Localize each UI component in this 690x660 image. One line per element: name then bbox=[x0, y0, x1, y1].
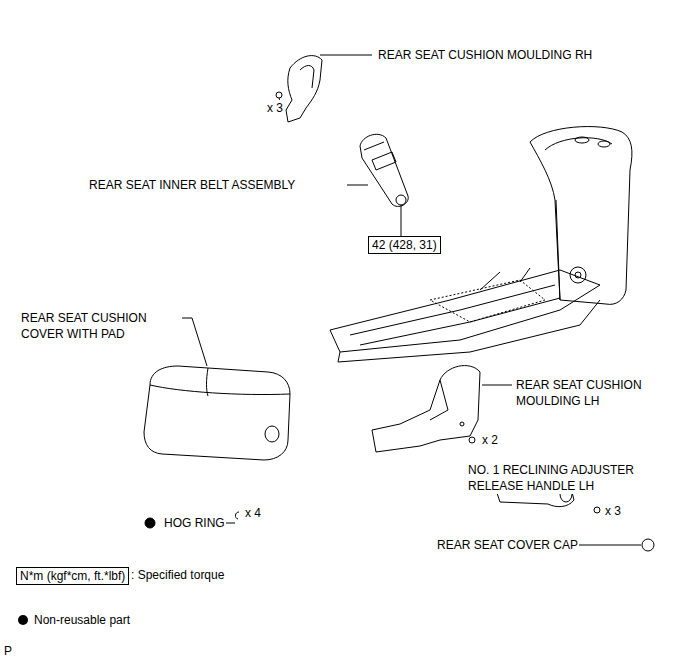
legend-dot bbox=[18, 615, 28, 625]
torque-value: N*m (kgf*cm, ft.*lbf) bbox=[20, 569, 125, 583]
legend-text: Non-reusable part bbox=[34, 613, 130, 627]
legend-entry: Non-reusable part bbox=[18, 612, 130, 628]
part-name: REAR SEAT CUSHION MOULDING LH bbox=[515, 377, 647, 409]
part-name: REAR SEAT COVER CAP bbox=[436, 537, 579, 553]
cushion-moulding-lh bbox=[372, 366, 512, 452]
seat-cushion-cover bbox=[144, 318, 290, 460]
cushion-moulding-rh bbox=[276, 55, 372, 122]
part-name: P bbox=[3, 643, 13, 659]
part-name: HOG RING bbox=[163, 515, 226, 531]
quantity: x 3 bbox=[604, 503, 622, 519]
part-name: REAR SEAT INNER BELT ASSEMBLY bbox=[88, 177, 296, 193]
torque-value: 42 (428, 31) bbox=[372, 238, 437, 252]
quantity: x 4 bbox=[244, 505, 262, 521]
part-name: NO. 1 RECLINING ADJUSTER RELEASE HANDLE … bbox=[467, 462, 644, 494]
torque-unit-box: N*m (kgf*cm, ft.*lbf) bbox=[16, 567, 129, 585]
torque-box: 42 (428, 31) bbox=[368, 236, 441, 254]
part-name: : Specified torque bbox=[130, 567, 225, 583]
seat-frame bbox=[330, 127, 632, 362]
inner-belt-assembly bbox=[347, 134, 408, 236]
part-name: REAR SEAT CUSHION MOULDING RH bbox=[377, 47, 593, 63]
quantity: x 3 bbox=[266, 100, 284, 116]
part-name: REAR SEAT CUSHION COVER WITH PAD bbox=[20, 310, 152, 342]
quantity: x 2 bbox=[481, 432, 499, 448]
